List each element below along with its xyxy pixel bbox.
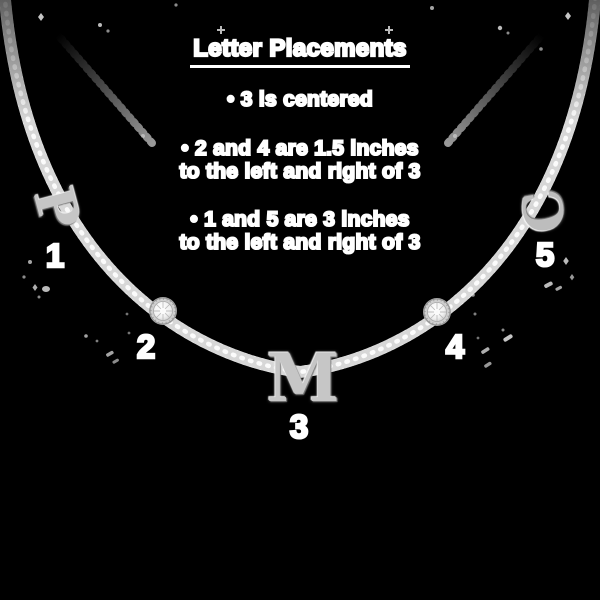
position-label-5: 5 — [535, 235, 556, 275]
bullet-2-4-line-2: to the left and right of 3 — [178, 159, 421, 184]
instructions-title-row: Letter Placements — [0, 34, 600, 68]
bullet-centered: • 3 is centered — [226, 87, 374, 112]
position-label-3: 3 — [289, 407, 310, 447]
position-label-4: 4 — [445, 327, 466, 367]
diamond-stone-left — [149, 297, 177, 325]
position-label-2: 2 — [136, 327, 157, 367]
bullet-2-4-line-1: • 2 and 4 are 1.5 inches — [180, 136, 419, 161]
sparkle-specks — [22, 3, 575, 368]
back-chain-strands — [54, 31, 546, 147]
bullet-1-5-line-2: to the left and right of 3 — [178, 230, 421, 255]
diamond-stone-right — [423, 298, 451, 326]
necklace-chain — [0, 0, 600, 379]
page-title: Letter Placements — [190, 34, 410, 68]
position-label-1: 1 — [45, 236, 66, 276]
bullet-1-5-line-1: • 1 and 5 are 3 inches — [189, 207, 410, 232]
